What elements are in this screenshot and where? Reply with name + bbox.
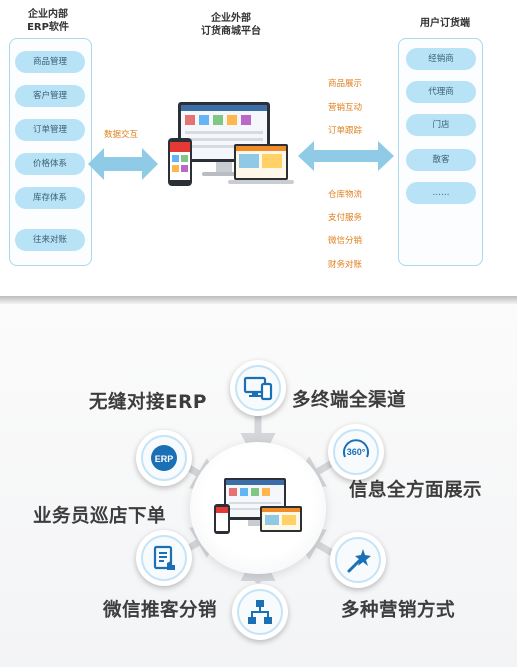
left-item-product-management: 商品管理 bbox=[15, 51, 85, 73]
info-display-node: 360° bbox=[328, 424, 384, 480]
center-title-line1: 企业外部 bbox=[211, 13, 251, 24]
left-item-inventory-system: 库存体系 bbox=[15, 187, 85, 209]
feature-wechat-distribution: 微信推客分销 bbox=[103, 600, 218, 621]
features-hub-diagram: ERP 360° bbox=[0, 304, 517, 667]
center-column-title: 企业外部 订货商城平台 bbox=[186, 12, 276, 38]
erp-integration-diagram: 企业内部 ERP软件 企业外部 订货商城平台 用户订货端 商品管理 客户管理 订… bbox=[0, 0, 517, 296]
magic-wand-icon bbox=[347, 549, 371, 573]
left-item-order-management: 订单管理 bbox=[15, 119, 85, 141]
feature-multi-terminal: 多终端全渠道 bbox=[292, 390, 407, 411]
right-item-distributor: 经销商 bbox=[406, 48, 476, 70]
right-column-title: 用户订货端 bbox=[420, 18, 470, 29]
hierarchy-icon bbox=[248, 600, 272, 624]
hub-phone bbox=[214, 504, 230, 534]
right-item-retail-customer: 散客 bbox=[406, 149, 476, 171]
erp-badge-icon: ERP bbox=[151, 445, 177, 471]
feature-warehouse-logistics: 仓库物流 bbox=[328, 190, 363, 200]
360-badge-text: 360° bbox=[347, 447, 366, 457]
feature-salesman-order: 业务员巡店下单 bbox=[33, 506, 167, 527]
multi-terminal-node bbox=[230, 360, 286, 416]
feature-wechat-distribution: 微信分销 bbox=[328, 236, 363, 246]
erp-badge-text: ERP bbox=[155, 454, 174, 464]
right-double-arrow bbox=[298, 141, 394, 171]
left-item-customer-management: 客户管理 bbox=[15, 85, 85, 107]
left-item-price-system: 价格体系 bbox=[15, 153, 85, 175]
360-view-icon: 360° bbox=[343, 439, 369, 458]
feature-order-tracking: 订单跟踪 bbox=[328, 126, 363, 136]
right-item-store: 门店 bbox=[406, 114, 476, 136]
left-item-reconciliation: 往来对账 bbox=[15, 229, 85, 251]
feature-info-display: 信息全方面展示 bbox=[349, 480, 483, 501]
laptop bbox=[234, 144, 288, 180]
right-item-more: …… bbox=[406, 182, 476, 204]
devices-illustration bbox=[164, 100, 296, 192]
central-hub bbox=[190, 442, 326, 574]
marketing-node bbox=[330, 532, 386, 588]
document-hand-icon bbox=[153, 545, 175, 570]
feature-payment-service: 支付服务 bbox=[328, 213, 363, 223]
left-title-line1: 企业内部 bbox=[28, 9, 68, 20]
section-divider bbox=[0, 296, 517, 304]
left-title-line2: ERP软件 bbox=[27, 22, 69, 33]
left-double-arrow bbox=[88, 148, 158, 180]
feature-product-display: 商品展示 bbox=[328, 79, 363, 89]
feature-seamless-erp: 无缝对接ERP bbox=[89, 392, 207, 413]
center-title-line2: 订货商城平台 bbox=[201, 26, 261, 37]
left-column-title: 企业内部 ERP软件 bbox=[18, 8, 78, 34]
hub-laptop bbox=[260, 506, 302, 532]
right-item-agent: 代理商 bbox=[406, 81, 476, 103]
erp-software-panel bbox=[9, 38, 92, 266]
feature-finance-reconciliation: 财务对账 bbox=[328, 260, 363, 270]
feature-marketing-interaction: 营销互动 bbox=[328, 103, 363, 113]
salesman-order-node bbox=[136, 530, 192, 586]
erp-node: ERP bbox=[136, 430, 192, 486]
wechat-distribution-node bbox=[232, 584, 288, 640]
data-exchange-label: 数据交互 bbox=[104, 130, 139, 140]
feature-marketing-methods: 多种营销方式 bbox=[341, 600, 456, 621]
monitor-phone-icon bbox=[243, 376, 273, 401]
phone bbox=[168, 138, 192, 186]
